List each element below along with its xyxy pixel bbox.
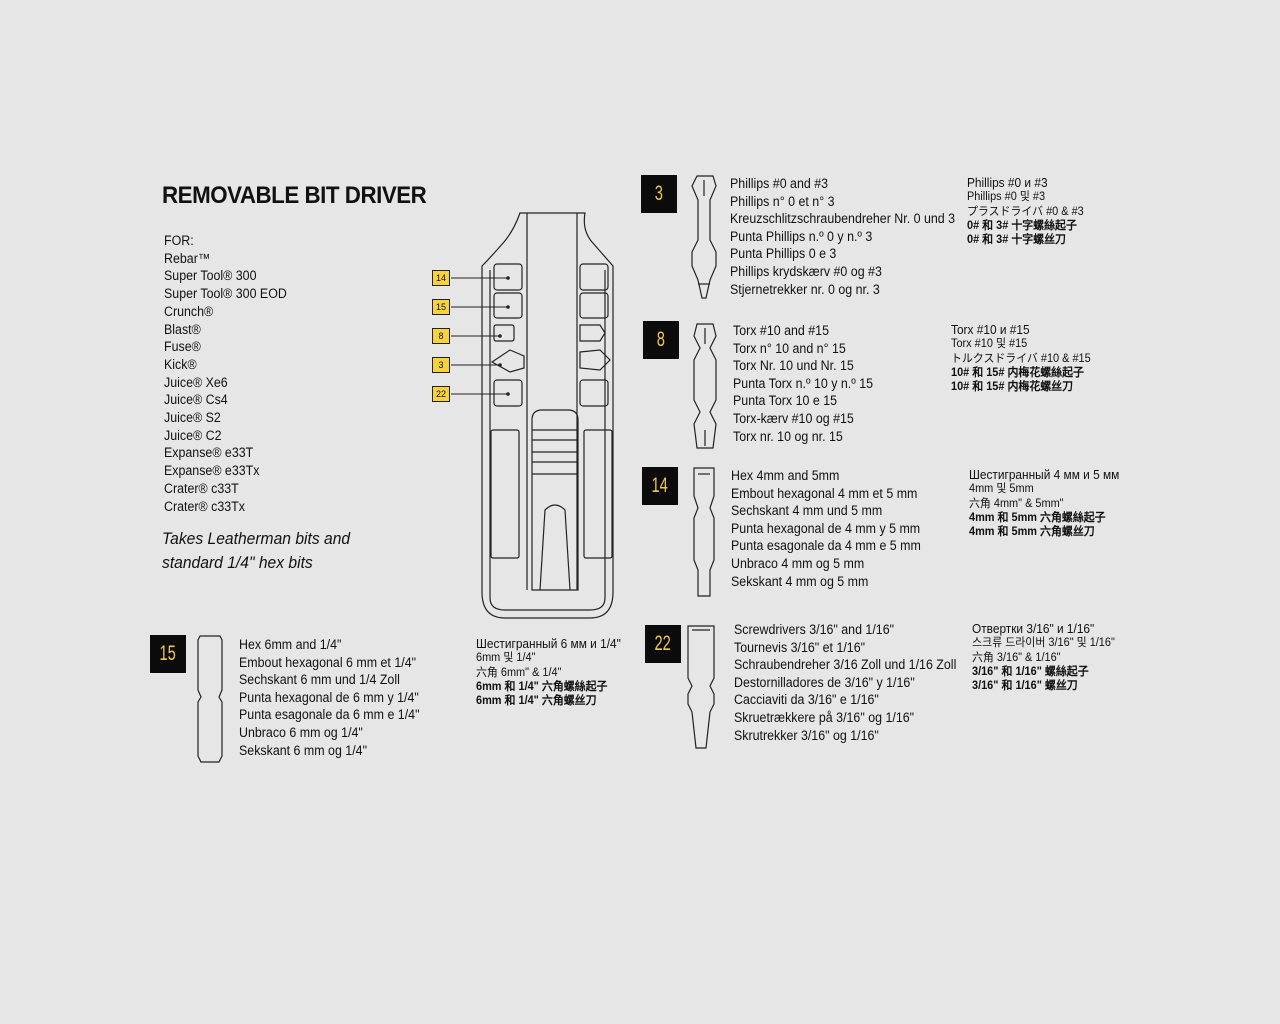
driver-label-8: 8 <box>432 328 450 344</box>
bit-14-badge: 14 <box>642 467 678 505</box>
list-item: FOR: <box>164 233 194 248</box>
list-item: Juice® Cs4 <box>164 392 228 408</box>
bit-8-description: Torx #10 and #15 Torx n° 10 and n° 15 To… <box>733 323 874 444</box>
bit-3-description: Phillips #0 and #3 Phillips n° 0 et n° 3… <box>730 176 956 297</box>
list-item: Blast® <box>164 321 201 337</box>
list-item: Fuse® <box>164 339 201 355</box>
bit-22-translations: Отвертки 3/16" и 1/16" 스크류 드라이버 3/16" 및 … <box>972 622 1115 693</box>
list-item: Super Tool® 300 <box>164 268 257 284</box>
list-item: Kick® <box>164 356 197 372</box>
driver-label-22: 22 <box>432 386 450 402</box>
tagline: Takes Leatherman bits and standard 1/4" … <box>162 527 350 575</box>
bit-22-description: Screwdrivers 3/16" and 1/16" Tournevis 3… <box>734 622 957 743</box>
list-item: Crunch® <box>164 303 214 319</box>
list-item: Juice® C2 <box>164 427 222 443</box>
driver-label-3: 3 <box>432 357 450 373</box>
list-item: Juice® Xe6 <box>164 374 228 390</box>
list-item: Crater® c33Tx <box>164 498 245 514</box>
bit-8-badge: 8 <box>643 321 679 359</box>
bit-3-translations: Phillips #0 и #3 Phillips #0 및 #3 プラスドライ… <box>967 176 1084 247</box>
bit-15-translations: Шестигранный 6 мм и 1/4" 6mm 및 1/4" 六角 6… <box>476 637 621 708</box>
bit-8-translations: Torx #10 и #15 Torx #10 및 #15 トルクスドライバ #… <box>951 323 1091 394</box>
bit-22-badge: 22 <box>645 625 681 663</box>
list-item: Crater® c33T <box>164 480 239 496</box>
bit-14-translations: Шестигранный 4 мм и 5 мм 4mm 및 5mm 六角 4m… <box>969 468 1120 539</box>
page-title: REMOVABLE BIT DRIVER <box>162 182 427 209</box>
bit-15-badge: 15 <box>150 635 186 673</box>
list-item: Rebar™ <box>164 250 211 266</box>
driver-label-15: 15 <box>432 299 450 315</box>
bit-3-badge: 3 <box>641 175 677 213</box>
list-item: Expanse® e33Tx <box>164 463 260 479</box>
tagline-line: Takes Leatherman bits and <box>162 529 351 548</box>
list-item: Expanse® e33T <box>164 445 254 461</box>
list-item: Super Tool® 300 EOD <box>164 286 287 302</box>
compatible-tools-list: FOR: Rebar™ Super Tool® 300 Super Tool® … <box>164 232 287 515</box>
list-item: Juice® S2 <box>164 410 221 426</box>
driver-label-14: 14 <box>432 270 450 286</box>
bit-15-description: Hex 6mm and 1/4" Embout hexagonal 6 mm e… <box>239 637 420 758</box>
bit-14-description: Hex 4mm and 5mm Embout hexagonal 4 mm et… <box>731 468 921 589</box>
tagline-line: standard 1/4" hex bits <box>162 553 313 572</box>
